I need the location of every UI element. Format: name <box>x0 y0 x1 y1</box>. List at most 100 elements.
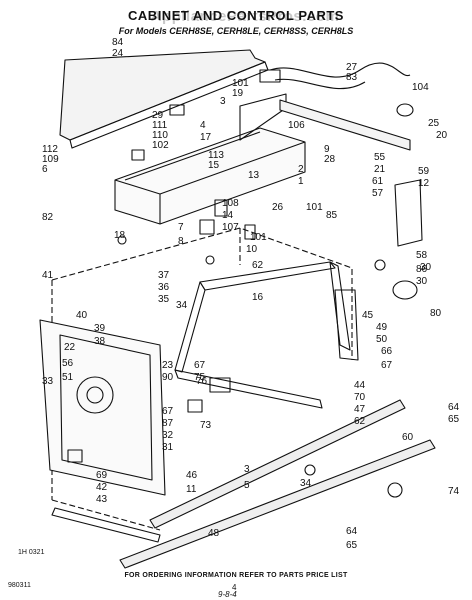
lower-rail-46 <box>119 439 436 569</box>
part-callout-47: 47 <box>354 404 366 415</box>
part-callout-83: 83 <box>346 72 358 83</box>
part-callout-109: 109 <box>42 154 59 165</box>
bracket-45 <box>334 289 359 361</box>
date-code: 9-8-4 <box>218 590 237 599</box>
part-14 <box>214 199 228 217</box>
part-callout-21: 21 <box>374 164 386 175</box>
part-callout-59: 59 <box>418 166 430 177</box>
part-69 <box>67 449 83 463</box>
part-callout-31: 31 <box>162 442 174 453</box>
part-callout-29: 29 <box>152 110 164 121</box>
part-callout-24: 24 <box>112 48 124 59</box>
part-callout-40: 40 <box>76 310 88 321</box>
part-callout-66: 66 <box>381 346 393 357</box>
kick-strip-31 <box>51 507 161 543</box>
part-callout-85: 85 <box>326 210 338 221</box>
part-18 <box>117 235 127 245</box>
part-callout-43: 43 <box>96 494 108 505</box>
part-callout-113: 113 <box>208 150 224 161</box>
frame-right-rod <box>329 261 351 351</box>
doc-code-left: 980311 <box>8 582 31 589</box>
part-callout-7: 7 <box>178 222 184 233</box>
part-callout-67: 67 <box>162 406 174 417</box>
part-callout-20: 20 <box>436 130 448 141</box>
part-callout-41: 41 <box>42 270 54 281</box>
part-callout-55: 55 <box>374 152 386 163</box>
lower-rail-44 <box>149 399 406 529</box>
part-callout-58: 58 <box>416 250 428 261</box>
diagram-title: CABINET AND CONTROL PARTS <box>128 8 344 23</box>
part-callout-62: 62 <box>252 260 264 271</box>
part-callout-69: 69 <box>96 470 108 481</box>
part-callout-8: 8 <box>178 236 184 247</box>
part-30 <box>374 259 386 271</box>
part-101 <box>169 104 185 116</box>
part-callout-18: 18 <box>114 230 126 241</box>
right-bracket-57 <box>394 179 423 247</box>
part-callout-46: 46 <box>186 470 198 481</box>
part-callout-62: 62 <box>354 416 366 427</box>
part-callout-65: 65 <box>346 540 358 551</box>
part-callout-51: 51 <box>62 372 74 383</box>
part-callout-86: 86 <box>416 264 428 275</box>
motor-80 <box>392 280 418 300</box>
part-callout-27: 27 <box>346 62 358 73</box>
part-callout-30: 30 <box>420 262 432 273</box>
part-callout-16: 16 <box>252 292 264 303</box>
watermark: AppliancePartsPros.com <box>150 8 340 25</box>
part-callout-90: 90 <box>162 372 174 383</box>
part-callout-42: 42 <box>96 482 108 493</box>
part-callout-33: 33 <box>42 376 54 387</box>
part-callout-65: 65 <box>448 414 460 425</box>
part-callout-76: 76 <box>196 376 208 387</box>
part-callout-35: 35 <box>158 294 170 305</box>
part-callout-19: 19 <box>232 88 244 99</box>
page-number: 4 <box>232 583 237 592</box>
timer-dial <box>76 376 114 414</box>
part-callout-50: 50 <box>376 334 388 345</box>
part-callout-38: 38 <box>94 336 106 347</box>
part-callout-6: 6 <box>42 164 48 175</box>
part-callout-12: 12 <box>418 178 430 189</box>
part-callout-36: 36 <box>158 282 170 293</box>
part-callout-3: 3 <box>220 96 226 107</box>
part-callout-5: 5 <box>244 480 250 491</box>
part-callout-106: 106 <box>288 120 305 131</box>
part-76 <box>209 377 231 393</box>
part-callout-101: 101 <box>306 202 323 213</box>
part-callout-2: 2 <box>298 164 304 175</box>
part-callout-57: 57 <box>372 188 384 199</box>
part-callout-39: 39 <box>94 323 106 334</box>
part-callout-101: 101 <box>250 232 267 243</box>
wiring-harness <box>269 62 411 78</box>
part-callout-111: 111 <box>152 120 168 131</box>
part-callout-64: 64 <box>448 402 460 413</box>
part-callout-60: 60 <box>402 432 414 443</box>
part-25 <box>396 103 414 117</box>
part-callout-101: 101 <box>232 78 249 89</box>
part-73 <box>187 399 203 413</box>
part-callout-15: 15 <box>208 160 220 171</box>
part-85 <box>244 224 256 240</box>
part-callout-22: 22 <box>64 342 76 353</box>
part-callout-64: 64 <box>346 526 358 537</box>
part-callout-70: 70 <box>354 392 366 403</box>
part-34 <box>304 464 316 476</box>
part-callout-107: 107 <box>222 222 239 233</box>
part-callout-45: 45 <box>362 310 374 321</box>
part-callout-37: 37 <box>158 270 170 281</box>
part-callout-44: 44 <box>354 380 366 391</box>
part-callout-3: 3 <box>244 464 250 475</box>
part-callout-25: 25 <box>428 118 440 129</box>
part-102 <box>131 149 145 161</box>
illustration-code: 1H 0321 <box>18 549 45 556</box>
part-callout-32: 32 <box>162 430 174 441</box>
part-callout-10: 10 <box>246 244 258 255</box>
part-callout-17: 17 <box>200 132 212 143</box>
part-callout-48: 48 <box>208 528 220 539</box>
part-callout-74: 74 <box>448 486 460 497</box>
part-62 <box>205 255 215 265</box>
part-callout-49: 49 <box>376 322 388 333</box>
